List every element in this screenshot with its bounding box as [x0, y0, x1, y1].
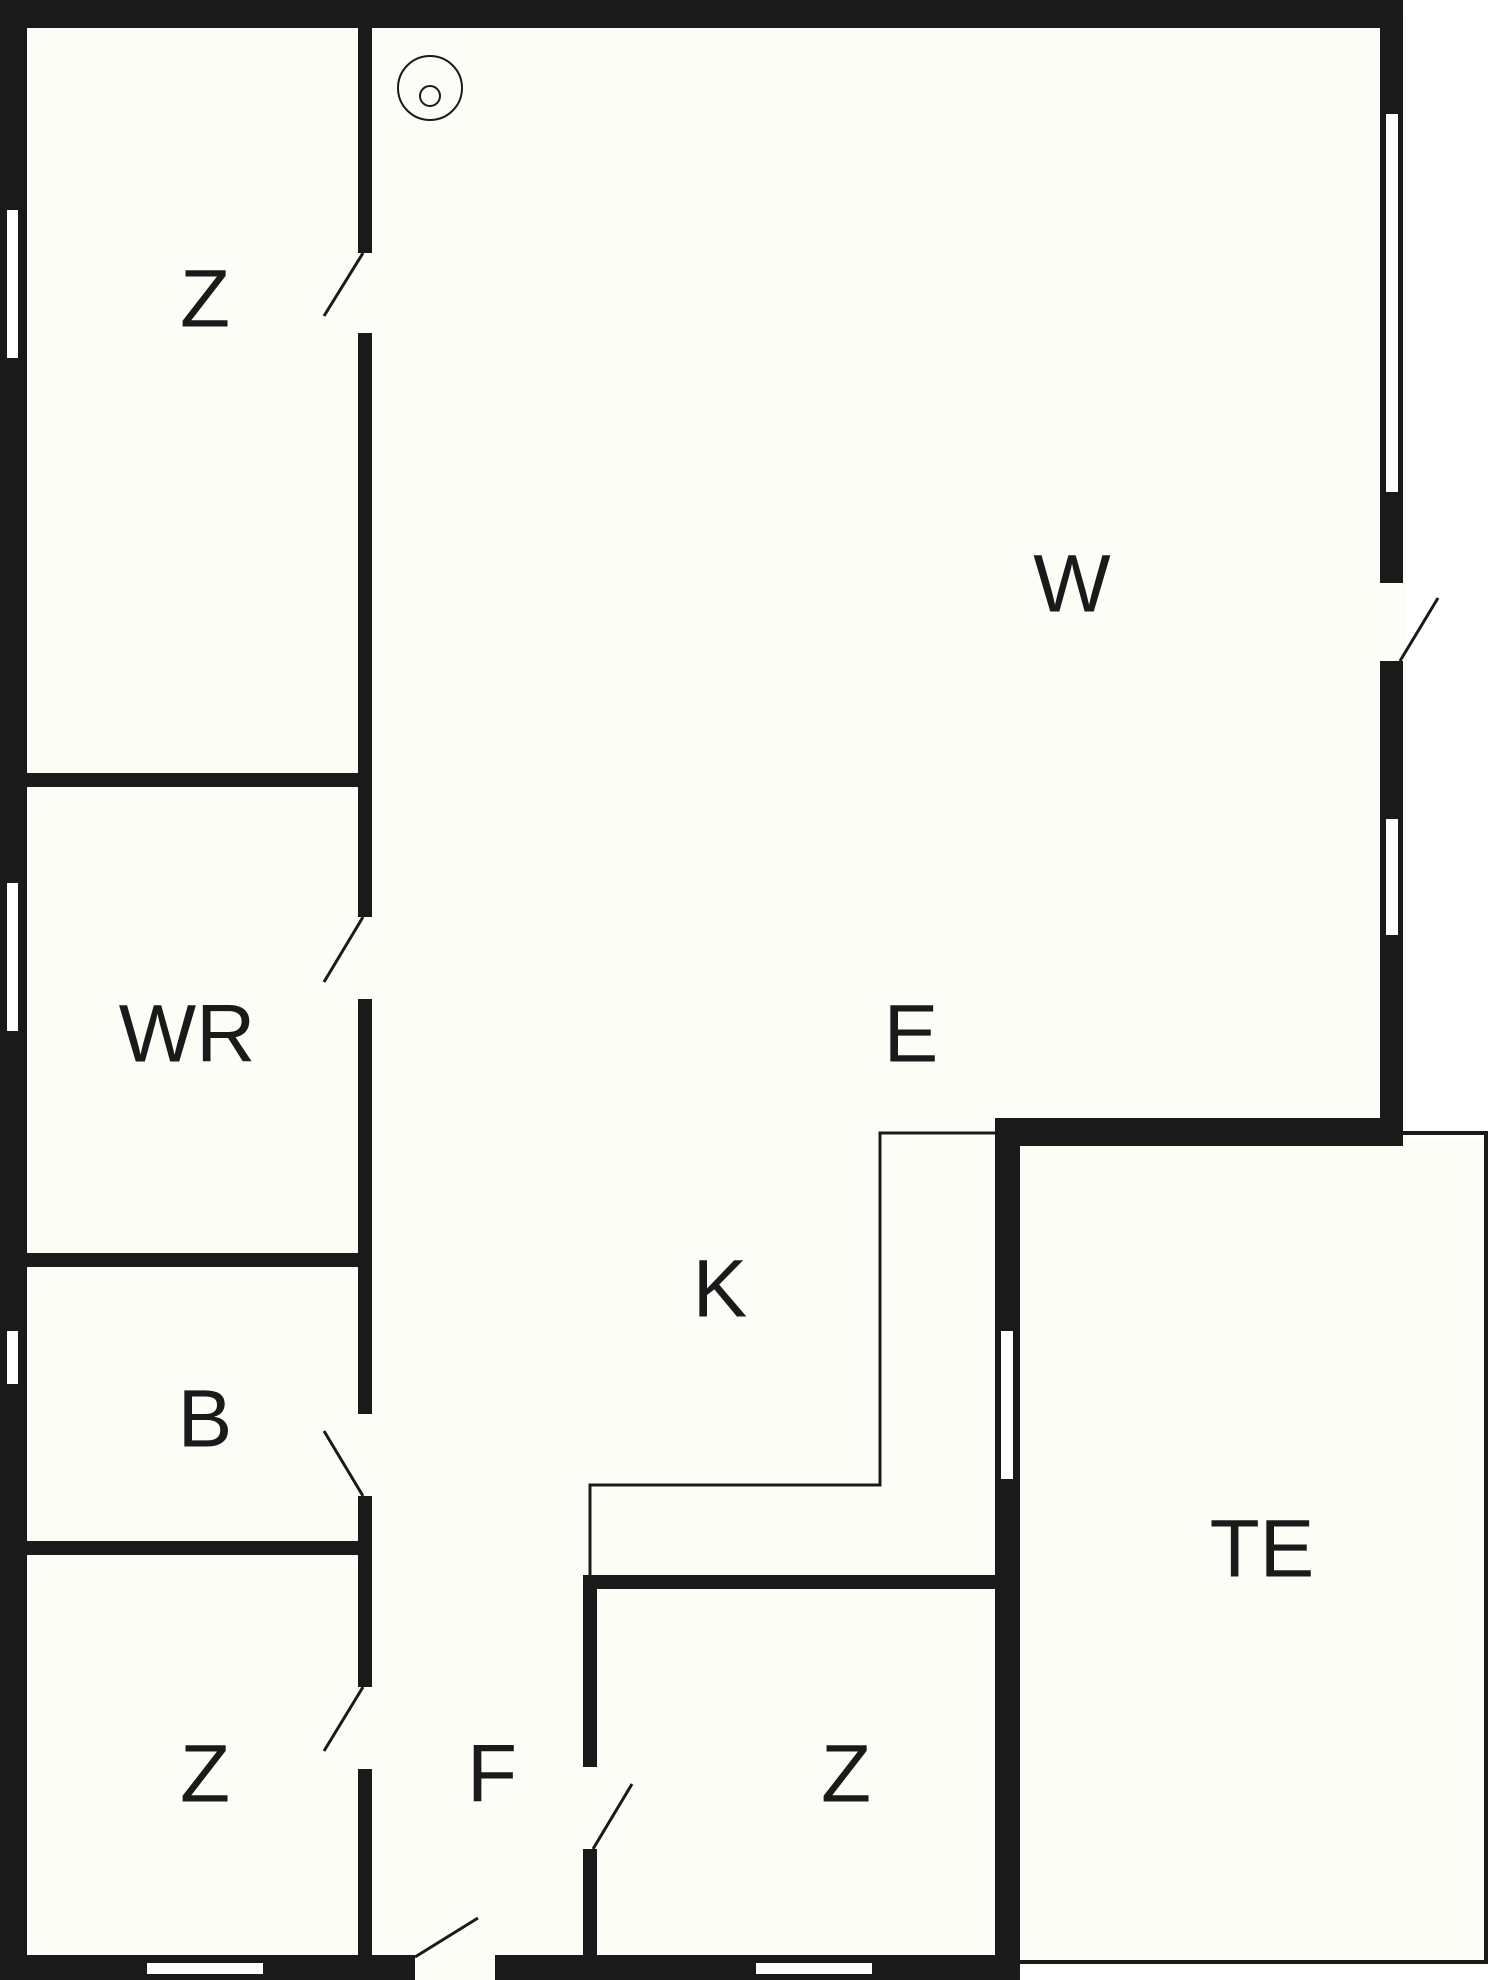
- door-gap-right: [1379, 583, 1404, 661]
- terrace-outline: [1018, 1131, 1488, 1964]
- door-openings: [357, 253, 1404, 1980]
- chimney-outer-circle: [397, 55, 463, 121]
- wall-wr-b: [0, 1253, 372, 1267]
- floor-main: [16, 16, 1406, 1138]
- wall-top: [0, 0, 1403, 28]
- room-label-kitchen: K: [693, 1244, 748, 1335]
- door-gap-z-top: [357, 253, 373, 333]
- window-right-2: [1384, 817, 1400, 937]
- window-right-1: [1384, 112, 1400, 494]
- chimney-inner-circle: [419, 85, 441, 107]
- door-leaf-wr: [322, 916, 365, 983]
- room-label-hall: F: [467, 1729, 517, 1820]
- door-leaf-b: [322, 1430, 365, 1497]
- wall-z-wr: [0, 773, 372, 787]
- wall-k-z: [583, 1575, 1005, 1589]
- room-label-dining: E: [884, 989, 939, 1080]
- window-left-2: [5, 881, 20, 1033]
- room-label-bedroom-bottom-left: Z: [180, 1729, 230, 1820]
- window-left-1: [5, 208, 20, 360]
- door-leaf-entrance: [414, 1916, 479, 1959]
- room-label-bedroom-top-left: Z: [180, 254, 230, 345]
- room-label-bedroom-bottom-middle: Z: [821, 1729, 871, 1820]
- chimney-symbol: [397, 55, 463, 121]
- floor-terrace: [1010, 1138, 1488, 1967]
- door-leaf-right: [1398, 597, 1440, 662]
- window-kitchen-te: [999, 1329, 1015, 1481]
- door-leaf-z-top: [322, 252, 365, 317]
- kitchen-counter-outline: [588, 1131, 998, 1581]
- room-label-living: W: [1033, 539, 1111, 630]
- door-gap-z-bottom: [357, 1687, 373, 1769]
- room-labels: Z W WR E K B TE Z F Z: [119, 254, 1315, 1820]
- windows: [5, 112, 1400, 1976]
- door-leaf-z-middle: [591, 1783, 634, 1850]
- door-gap-z-middle: [582, 1767, 598, 1849]
- door-gap-entrance: [415, 1954, 495, 1980]
- window-bottom-1: [145, 1961, 265, 1976]
- wall-b-z: [0, 1541, 372, 1555]
- room-label-bath: B: [178, 1374, 233, 1465]
- window-bottom-2: [754, 1961, 874, 1976]
- room-label-terrace: TE: [1210, 1504, 1315, 1595]
- floor-areas: [16, 16, 1488, 1967]
- room-label-laundry: WR: [119, 989, 256, 1080]
- wall-kitchen-te: [995, 1118, 1020, 1980]
- door-leaf-z-bottom: [322, 1686, 365, 1752]
- door-leaves: [322, 252, 1440, 1959]
- door-gap-wr: [357, 917, 373, 999]
- wall-w-te: [995, 1118, 1403, 1146]
- door-gap-b: [357, 1414, 373, 1496]
- window-left-3: [5, 1329, 20, 1386]
